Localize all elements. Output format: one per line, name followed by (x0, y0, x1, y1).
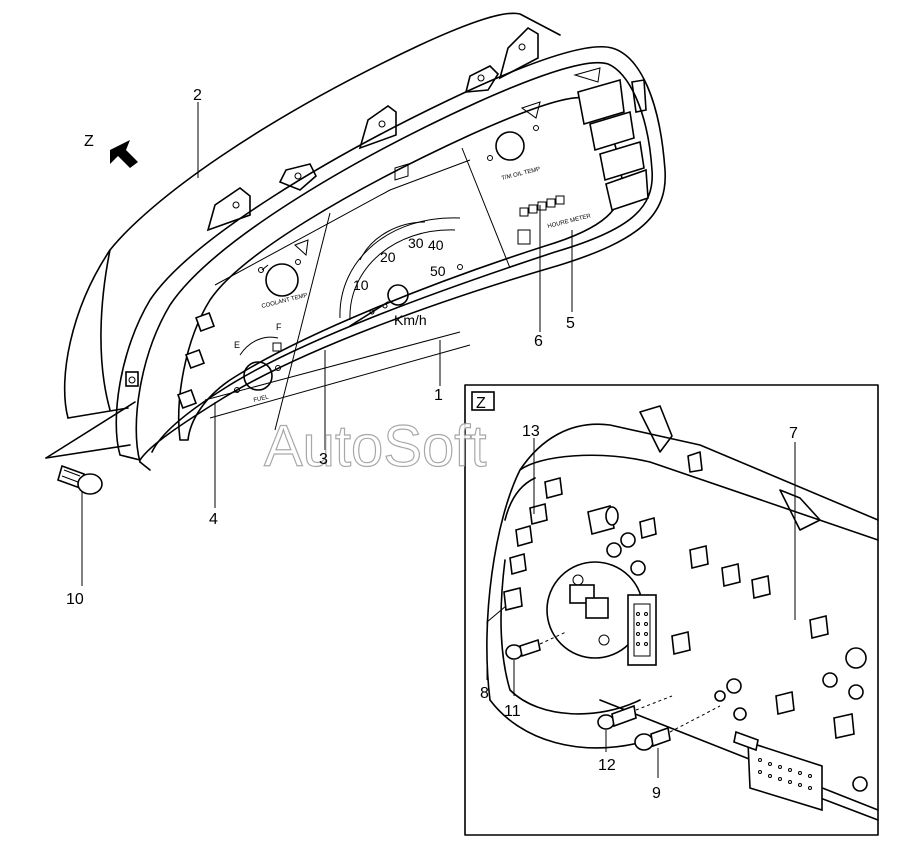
screw-10 (45, 401, 136, 586)
mounting-tabs (206, 26, 647, 232)
transmission-label: T/M OIL TEMP (501, 167, 541, 182)
cluster-hood (63, 12, 561, 419)
bottom-connector-pins (758, 758, 812, 790)
callout-12: 12 (598, 757, 616, 774)
callout-1: 1 (434, 387, 443, 404)
speedometer: 10 20 30 40 50 Km/h (339, 217, 463, 328)
screw-11 (505, 631, 567, 696)
speed-tick-20: 20 (380, 249, 396, 265)
side-indicators (125, 312, 215, 409)
main-leaders (197, 102, 573, 508)
callout-5: 5 (566, 315, 575, 332)
screw-9 (634, 705, 721, 778)
screw-12 (597, 695, 673, 752)
hour-meter: HOURE METER (517, 195, 592, 245)
fuel-gauge: E F FUEL (234, 322, 282, 404)
callout-11: 11 (504, 703, 521, 720)
speed-unit: Km/h (394, 312, 427, 328)
speed-tick-30: 30 (408, 235, 424, 251)
callout-4: 4 (209, 511, 218, 528)
indicator-lamp (394, 163, 409, 181)
warning-lamps (573, 67, 649, 212)
fuel-label: FUEL (253, 394, 270, 404)
view-z-label: Z (84, 133, 94, 150)
callout-labels: 1 2 3 4 5 6 7 8 9 10 11 12 13 (66, 87, 798, 802)
callout-13: 13 (522, 423, 540, 440)
speed-tick-10: 10 (353, 277, 369, 293)
callout-3: 3 (319, 451, 328, 468)
speed-tick-50: 50 (430, 263, 446, 279)
callout-9: 9 (652, 785, 661, 802)
zone-dividers (204, 147, 511, 431)
callout-2: 2 (193, 87, 202, 104)
bulb-sockets (503, 476, 868, 792)
inset-z-label: Z (476, 395, 486, 412)
watermark-text: AutoSoft (264, 414, 486, 479)
speed-tick-40: 40 (428, 237, 444, 253)
view-z-arrow: Z (84, 133, 138, 168)
leader-8 (486, 605, 507, 680)
dial-window-edge (214, 159, 471, 286)
coolant-gauge: COOLANT TEMP (258, 239, 309, 310)
callout-7: 7 (789, 425, 798, 442)
callout-10: 10 (66, 591, 84, 608)
callout-6: 6 (534, 333, 543, 350)
callout-8: 8 (480, 685, 489, 702)
transmission-temp-gauge: T/M OIL TEMP (487, 101, 541, 182)
fuel-full-mark: F (276, 322, 282, 332)
inset-z-view: Z (464, 384, 879, 836)
hourmeter-label: HOURE METER (547, 213, 592, 230)
fuel-empty-mark: E (234, 340, 240, 350)
